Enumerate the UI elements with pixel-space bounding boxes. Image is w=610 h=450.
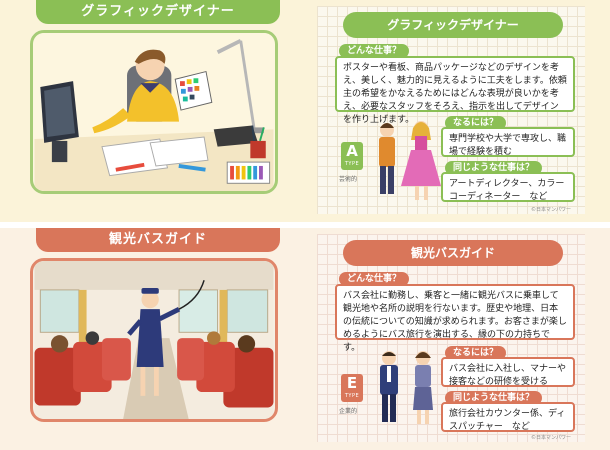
similar-label: 同じような仕事は？ <box>445 161 543 175</box>
what-label: どんな仕事？ <box>339 272 410 286</box>
type-word: TYPE <box>344 393 360 399</box>
what-label: どんな仕事？ <box>339 44 410 58</box>
category-label: 芸術的 <box>339 176 358 183</box>
section-divider <box>0 222 610 228</box>
category-label: 企業的 <box>339 408 358 415</box>
type-letter: E <box>346 374 358 392</box>
type-letter: A <box>346 142 358 160</box>
job-info-card: グラフィックデザイナー どんな仕事？ ポスターや看板、商品パッケージなどのデザイ… <box>317 6 585 214</box>
how-label: なるには？ <box>445 116 507 130</box>
what-text: バス会社に勤務し、乗客と一緒に観光バスに乗車して観光地や名所の説明を行ないます。… <box>335 284 575 353</box>
type-badge: E TYPE <box>341 374 363 402</box>
section-title-tab: グラフィックデザイナー <box>36 0 280 24</box>
bus-guide-section: 観光バスガイド <box>0 228 610 450</box>
bus-guide-illustration-art <box>34 261 274 419</box>
how-text: 専門学校や大学で専攻し、職場で経験を積む <box>441 127 575 157</box>
designer-illustration-art <box>34 33 274 191</box>
job-info-card: 観光バスガイド どんな仕事？ バス会社に勤務し、乗客と一緒に観光バスに乗車して観… <box>317 234 585 442</box>
bus-guide-illustration <box>30 258 278 422</box>
similar-text: 旅行会社カウンター係、ディスパッチャー など <box>441 402 575 432</box>
how-label: なるには？ <box>445 346 507 360</box>
graphic-designer-section: グラフィックデザイナー <box>0 0 610 222</box>
bus-guide-characters-illustration <box>380 351 433 424</box>
copyright: ©日本マンパワー <box>531 435 572 441</box>
what-text: ポスターや看板、商品パッケージなどのデザインを考え、美しく、魅力的に見えるように… <box>335 56 575 125</box>
card-title: 観光バスガイド <box>343 240 563 266</box>
card-title: グラフィックデザイナー <box>343 12 563 38</box>
copyright: ©日本マンパワー <box>531 207 572 213</box>
similar-text: アートディレクター、カラーコーディネーター など <box>441 172 575 202</box>
type-badge: A TYPE <box>341 142 363 170</box>
type-word: TYPE <box>344 161 360 167</box>
similar-label: 同じような仕事は？ <box>445 391 543 405</box>
designer-characters-illustration <box>379 121 441 200</box>
section-title-tab: 観光バスガイド <box>36 228 280 252</box>
how-text: バス会社に入社し、マナーや接客などの研修を受ける <box>441 357 575 387</box>
designer-illustration <box>30 30 278 194</box>
